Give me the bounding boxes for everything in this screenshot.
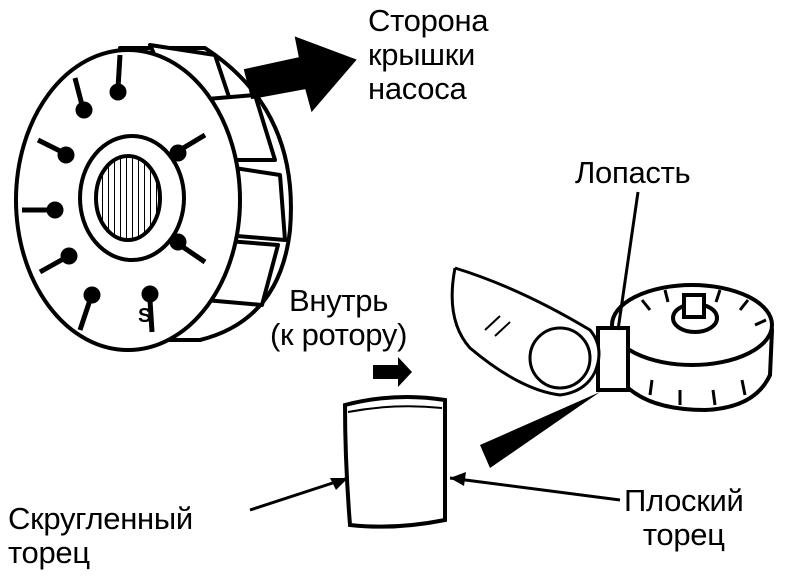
label-pump-cover-side: Сторона крышки насоса xyxy=(368,3,489,106)
rotor-mark-s: S xyxy=(138,305,151,327)
vane-leader-line xyxy=(616,191,640,331)
label-inward-line1: Внутрь xyxy=(289,283,389,318)
vane-block xyxy=(342,394,447,529)
label-flat-end: Плоский торец xyxy=(624,484,744,552)
vane-pointer-wedge xyxy=(480,392,600,468)
rotor-slots xyxy=(22,54,207,333)
inward-arrow xyxy=(373,357,412,387)
small-rotor-teeth xyxy=(640,289,767,406)
large-rotor xyxy=(14,43,293,352)
rounded-end-leader xyxy=(249,476,349,512)
label-pump-cover-side-line2: крышки xyxy=(368,37,476,72)
label-pump-cover-side-line3: насоса xyxy=(368,71,467,106)
vane-piece xyxy=(596,326,630,392)
label-inward: Внутрь (к ротору) xyxy=(270,284,407,352)
small-rotor-shaft xyxy=(682,293,706,319)
pump-cover-arrow xyxy=(243,36,357,113)
label-vane-text: Лопасть xyxy=(575,155,691,190)
rotor-spline-bore xyxy=(94,154,162,242)
flat-end-leader xyxy=(449,476,621,502)
label-rounded-end: Скругленный торец xyxy=(8,502,193,570)
label-rounded-end-line2: торец xyxy=(8,535,90,570)
label-vane: Лопасть xyxy=(575,155,691,190)
label-inward-line2: (к ротору) xyxy=(270,317,408,352)
label-rounded-end-line1: Скругленный xyxy=(8,501,193,536)
label-pump-cover-side-line1: Сторона xyxy=(368,3,489,38)
label-flat-end-line2: торец xyxy=(642,517,725,552)
fingernail xyxy=(528,326,592,390)
label-flat-end-line1: Плоский xyxy=(624,483,744,518)
